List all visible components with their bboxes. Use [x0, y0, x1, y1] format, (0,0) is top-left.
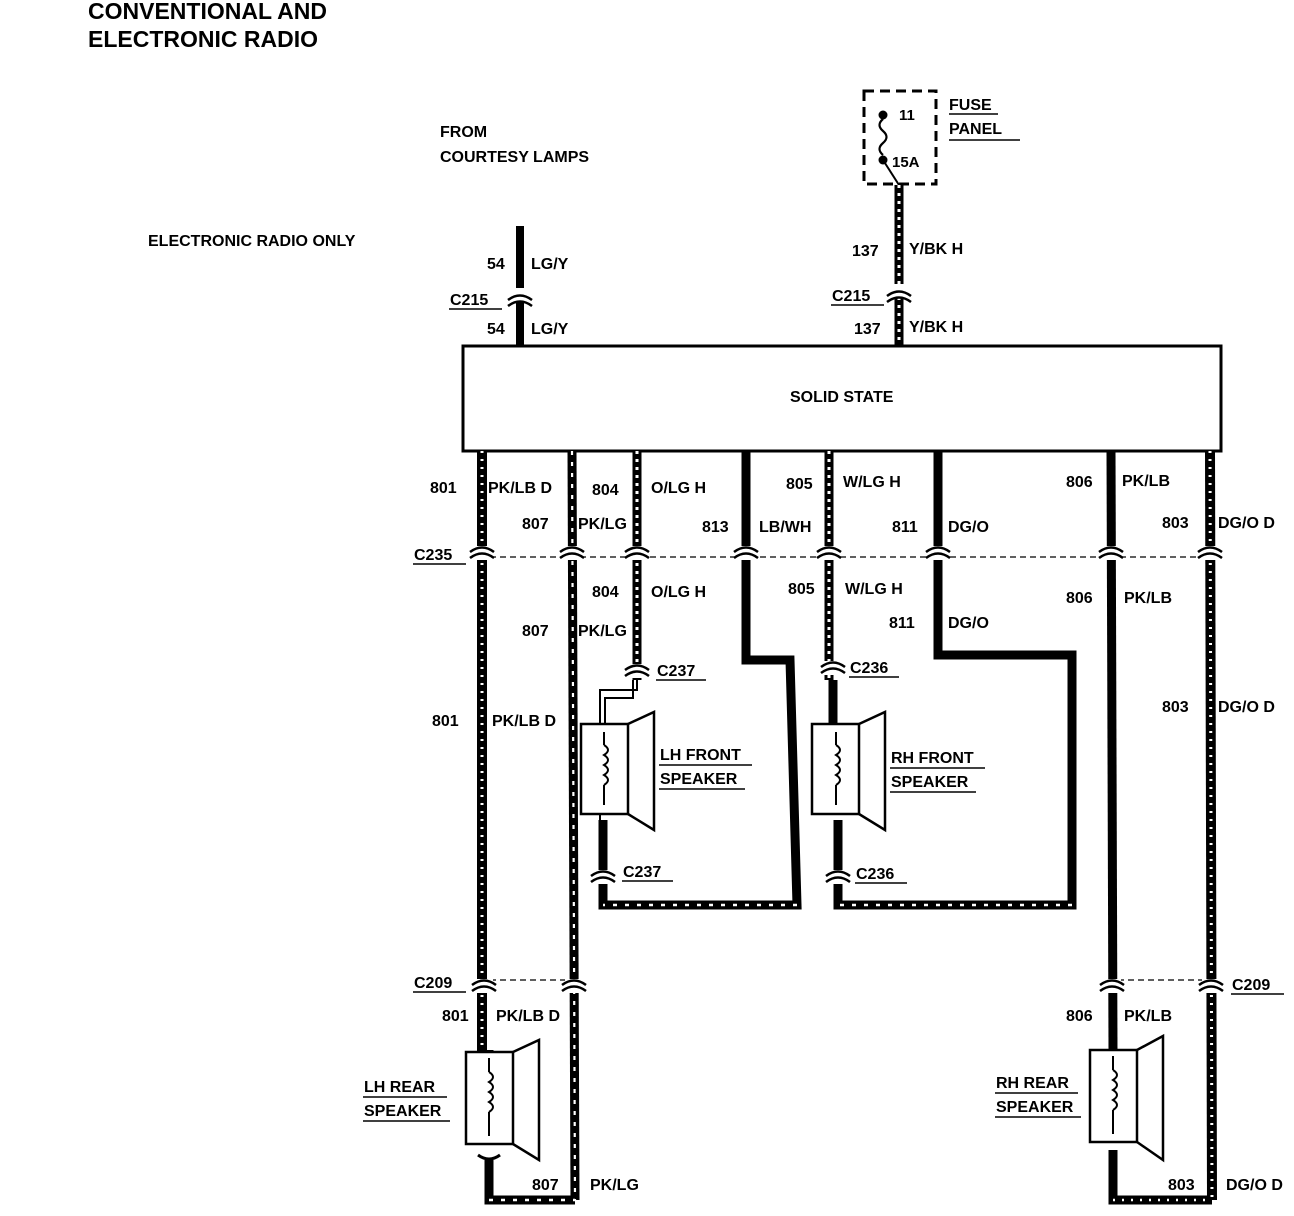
- circuit-54-color-top: LG/Y: [531, 256, 569, 273]
- connector-c209-left: [471, 979, 587, 993]
- title-line-1: CONVENTIONAL AND: [88, 0, 327, 24]
- circuit-804-color-2: O/LG H: [651, 584, 706, 601]
- rh-front-speaker-label-1: RH FRONT: [891, 750, 974, 767]
- circuit-54-color-bottom: LG/Y: [531, 321, 569, 338]
- connector-c236-top: [820, 661, 846, 675]
- circuit-803-number-1: 803: [1162, 515, 1189, 532]
- rh-rear-speaker-label-2: SPEAKER: [996, 1099, 1074, 1116]
- circuit-806-number-2: 806: [1066, 590, 1093, 607]
- lh-rear-speaker-label-1: LH REAR: [364, 1079, 436, 1096]
- c237-label-top: C237: [657, 663, 695, 680]
- connector-c209-right: [1099, 979, 1224, 993]
- circuit-801-number-1: 801: [430, 480, 457, 497]
- circuit-54-number-bottom: 54: [487, 321, 505, 338]
- circuit-806-color-3: PK/LB: [1124, 1008, 1172, 1025]
- c236-label-top: C236: [850, 660, 888, 677]
- circuit-137-color-bottom: Y/BK H: [909, 319, 963, 336]
- circuit-801-number-2: 801: [432, 713, 459, 730]
- circuit-806-number-1: 806: [1066, 474, 1093, 491]
- circuit-813-number: 813: [702, 519, 729, 536]
- circuit-54-number-top: 54: [487, 256, 505, 273]
- circuit-803-number-2: 803: [1162, 699, 1189, 716]
- rh-front-speaker-label-2: SPEAKER: [891, 774, 969, 791]
- circuit-803-color-3: DG/O D: [1226, 1177, 1283, 1194]
- circuit-805-number-2: 805: [788, 581, 815, 598]
- fuse-number: 11: [899, 107, 915, 124]
- circuit-137-color-top: Y/BK H: [909, 241, 963, 258]
- c215-label-left: C215: [450, 292, 488, 309]
- rh-rear-speaker-icon: [1088, 1033, 1165, 1163]
- connector-c235: [469, 546, 1223, 560]
- circuit-803-number-3: 803: [1168, 1177, 1195, 1194]
- circuit-806-number-3: 806: [1066, 1008, 1093, 1025]
- circuit-801-color-1: PK/LB D: [488, 480, 552, 497]
- circuit-801-number-3: 801: [442, 1008, 469, 1025]
- circuit-807-number-2: 807: [522, 623, 549, 640]
- circuit-804-number-1: 804: [592, 482, 619, 499]
- c209-label-right: C209: [1232, 977, 1270, 994]
- from-label-1: FROM: [440, 124, 487, 141]
- circuit-807-number-3: 807: [532, 1177, 559, 1194]
- circuit-807-number-1: 807: [522, 516, 549, 533]
- lh-front-speaker-icon: [579, 710, 656, 833]
- circuit-811-color-2: DG/O: [948, 615, 989, 632]
- module-label: SOLID STATE: [790, 389, 894, 406]
- title-line-2: ELECTRONIC RADIO: [88, 26, 318, 52]
- circuit-807-color-2: PK/LG: [578, 623, 627, 640]
- c236-label-bottom: C236: [856, 866, 894, 883]
- circuit-806-color-1: PK/LB: [1122, 473, 1170, 490]
- circuit-137-number-bottom: 137: [854, 321, 881, 338]
- circuit-807-color-1: PK/LG: [578, 516, 627, 533]
- lh-front-speaker-label-2: SPEAKER: [660, 771, 738, 788]
- connector-c215-left: [507, 288, 533, 308]
- rh-front-speaker-icon: [810, 710, 887, 833]
- electronic-only-note: ELECTRONIC RADIO ONLY: [148, 233, 356, 250]
- circuit-811-color-1: DG/O: [948, 519, 989, 536]
- fuse-panel: 11 15A: [862, 89, 938, 186]
- connector-c215-right: [886, 284, 912, 304]
- fuse-panel-label-1: FUSE: [949, 97, 992, 114]
- circuit-805-color-1: W/LG H: [843, 474, 901, 491]
- circuit-803-color-2: DG/O D: [1218, 699, 1275, 716]
- connector-c237-bottom: [590, 870, 616, 884]
- circuit-804-color-1: O/LG H: [651, 480, 706, 497]
- c235-label: C235: [414, 547, 452, 564]
- circuit-805-number-1: 805: [786, 476, 813, 493]
- solid-state-module: [461, 344, 1223, 453]
- c209-label-left: C209: [414, 975, 452, 992]
- connector-c236-bottom: [825, 870, 851, 884]
- lh-rear-speaker-label-2: SPEAKER: [364, 1103, 442, 1120]
- wire-harness: [477, 450, 1217, 1205]
- rh-rear-speaker-label-1: RH REAR: [996, 1075, 1069, 1092]
- circuit-803-color-1: DG/O D: [1218, 515, 1275, 532]
- circuit-811-number-1: 811: [892, 519, 918, 536]
- lh-front-speaker-label-1: LH FRONT: [660, 747, 741, 764]
- fuse-panel-label-2: PANEL: [949, 121, 1002, 138]
- circuit-805-color-2: W/LG H: [845, 581, 903, 598]
- c237-label-bottom: C237: [623, 864, 661, 881]
- fuse-rating: 15A: [892, 154, 920, 171]
- lh-rear-speaker-icon: [464, 1038, 541, 1163]
- circuit-137-number-top: 137: [852, 243, 879, 260]
- from-label-2: COURTESY LAMPS: [440, 149, 589, 166]
- circuit-806-color-2: PK/LB: [1124, 590, 1172, 607]
- circuit-801-color-3: PK/LB D: [496, 1008, 560, 1025]
- circuit-807-color-3: PK/LG: [590, 1177, 639, 1194]
- circuit-813-color: LB/WH: [759, 519, 811, 536]
- c215-label-right: C215: [832, 288, 870, 305]
- circuit-811-number-2: 811: [889, 615, 915, 632]
- connector-c237-top: [624, 664, 650, 678]
- circuit-801-color-2: PK/LB D: [492, 713, 556, 730]
- circuit-804-number-2: 804: [592, 584, 619, 601]
